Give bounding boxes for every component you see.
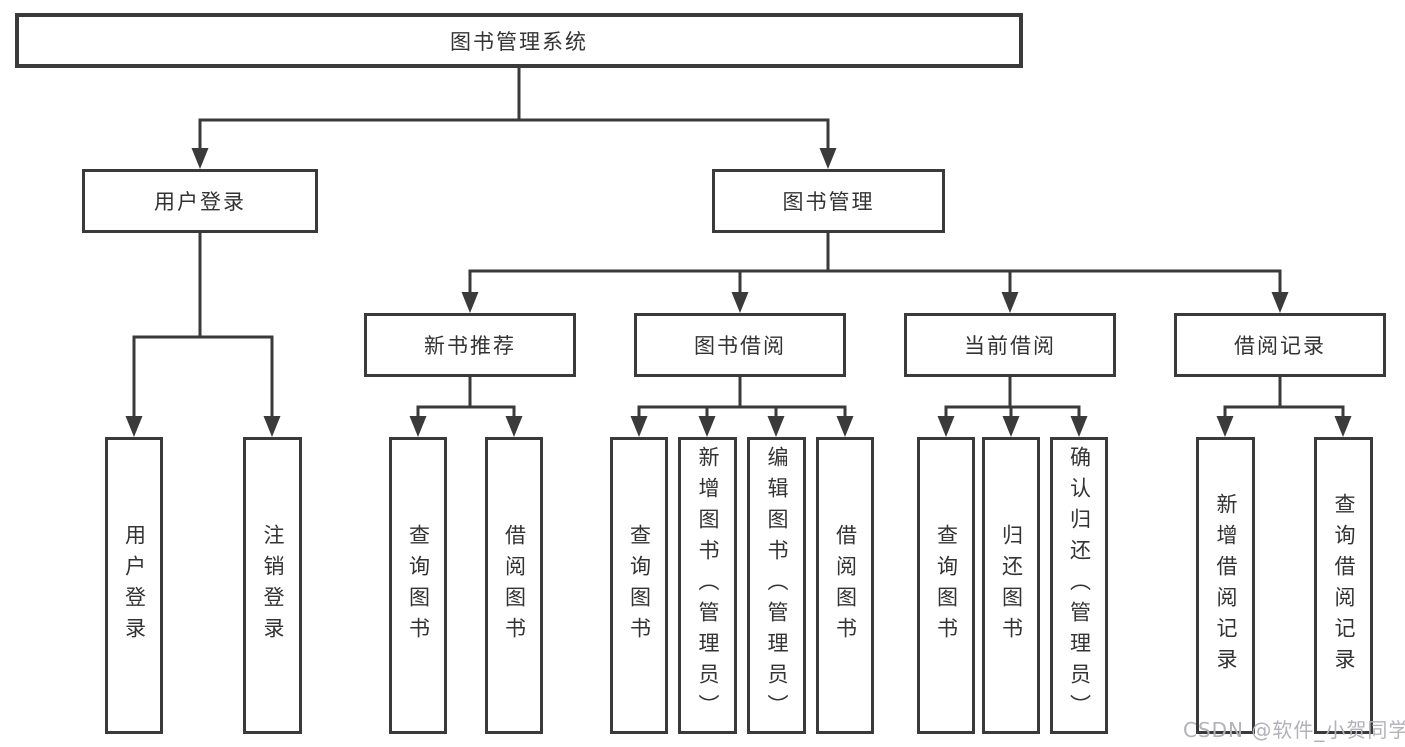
leaf-query-borrow-record: 查询借阅记录 <box>1314 437 1373 734</box>
leaf-add-borrow-record-label: 新增借阅记录 <box>1214 492 1238 679</box>
leaf-query-books-recommend-label: 查询图书 <box>406 523 431 648</box>
node-borrowing-records: 借阅记录 <box>1174 313 1386 377</box>
leaf-query-books-current-label: 查询图书 <box>934 523 959 648</box>
leaf-logout-label: 注销登录 <box>261 523 285 648</box>
leaf-edit-books-admin: 编辑图书（管理员） <box>747 437 806 734</box>
leaf-borrow-books-label: 借阅图书 <box>833 523 858 648</box>
leaf-borrow-books-recommend-label: 借阅图书 <box>502 523 527 648</box>
leaf-add-borrow-record: 新增借阅记录 <box>1196 437 1255 734</box>
leaf-confirm-return-admin: 确认归还（管理员） <box>1050 437 1108 734</box>
node-root: 图书管理系统 <box>15 13 1023 68</box>
leaf-return-books: 归还图书 <box>982 437 1040 734</box>
leaf-borrow-books-recommend: 借阅图书 <box>485 437 543 734</box>
leaf-query-borrow-record-label: 查询借阅记录 <box>1332 492 1356 679</box>
leaf-return-books-label: 归还图书 <box>999 523 1024 648</box>
leaf-confirm-return-admin-label: 确认归还（管理员） <box>1067 446 1092 725</box>
leaf-logout: 注销登录 <box>243 437 302 734</box>
leaf-user-login: 用户登录 <box>105 437 163 734</box>
leaf-query-books-borrowing: 查询图书 <box>610 437 668 734</box>
leaf-add-books-admin-label: 新增图书（管理员） <box>696 446 720 725</box>
node-current-borrowing: 当前借阅 <box>904 313 1116 377</box>
node-user-login: 用户登录 <box>82 169 318 233</box>
node-new-book-recommend-label: 新书推荐 <box>424 334 516 358</box>
leaf-add-books-admin: 新增图书（管理员） <box>678 437 737 734</box>
node-book-borrowing-label: 图书借阅 <box>694 334 786 358</box>
node-new-book-recommend: 新书推荐 <box>364 313 576 377</box>
node-book-management-label: 图书管理 <box>782 190 875 214</box>
node-current-borrowing-label: 当前借阅 <box>964 334 1056 358</box>
leaf-query-books-borrowing-label: 查询图书 <box>627 523 652 648</box>
leaf-edit-books-admin-label: 编辑图书（管理员） <box>765 446 789 725</box>
leaf-borrow-books: 借阅图书 <box>816 437 874 734</box>
leaf-query-books-current: 查询图书 <box>917 437 975 734</box>
node-user-login-label: 用户登录 <box>154 190 246 214</box>
node-book-borrowing: 图书借阅 <box>634 313 846 377</box>
csdn-watermark: CSDN @软件_小贺同学 <box>1183 718 1405 742</box>
node-borrowing-records-label: 借阅记录 <box>1234 334 1326 358</box>
leaf-query-books-recommend: 查询图书 <box>389 437 447 734</box>
node-root-label: 图书管理系统 <box>450 29 588 54</box>
node-book-management: 图书管理 <box>712 169 945 233</box>
leaf-user-login-label: 用户登录 <box>122 523 147 648</box>
